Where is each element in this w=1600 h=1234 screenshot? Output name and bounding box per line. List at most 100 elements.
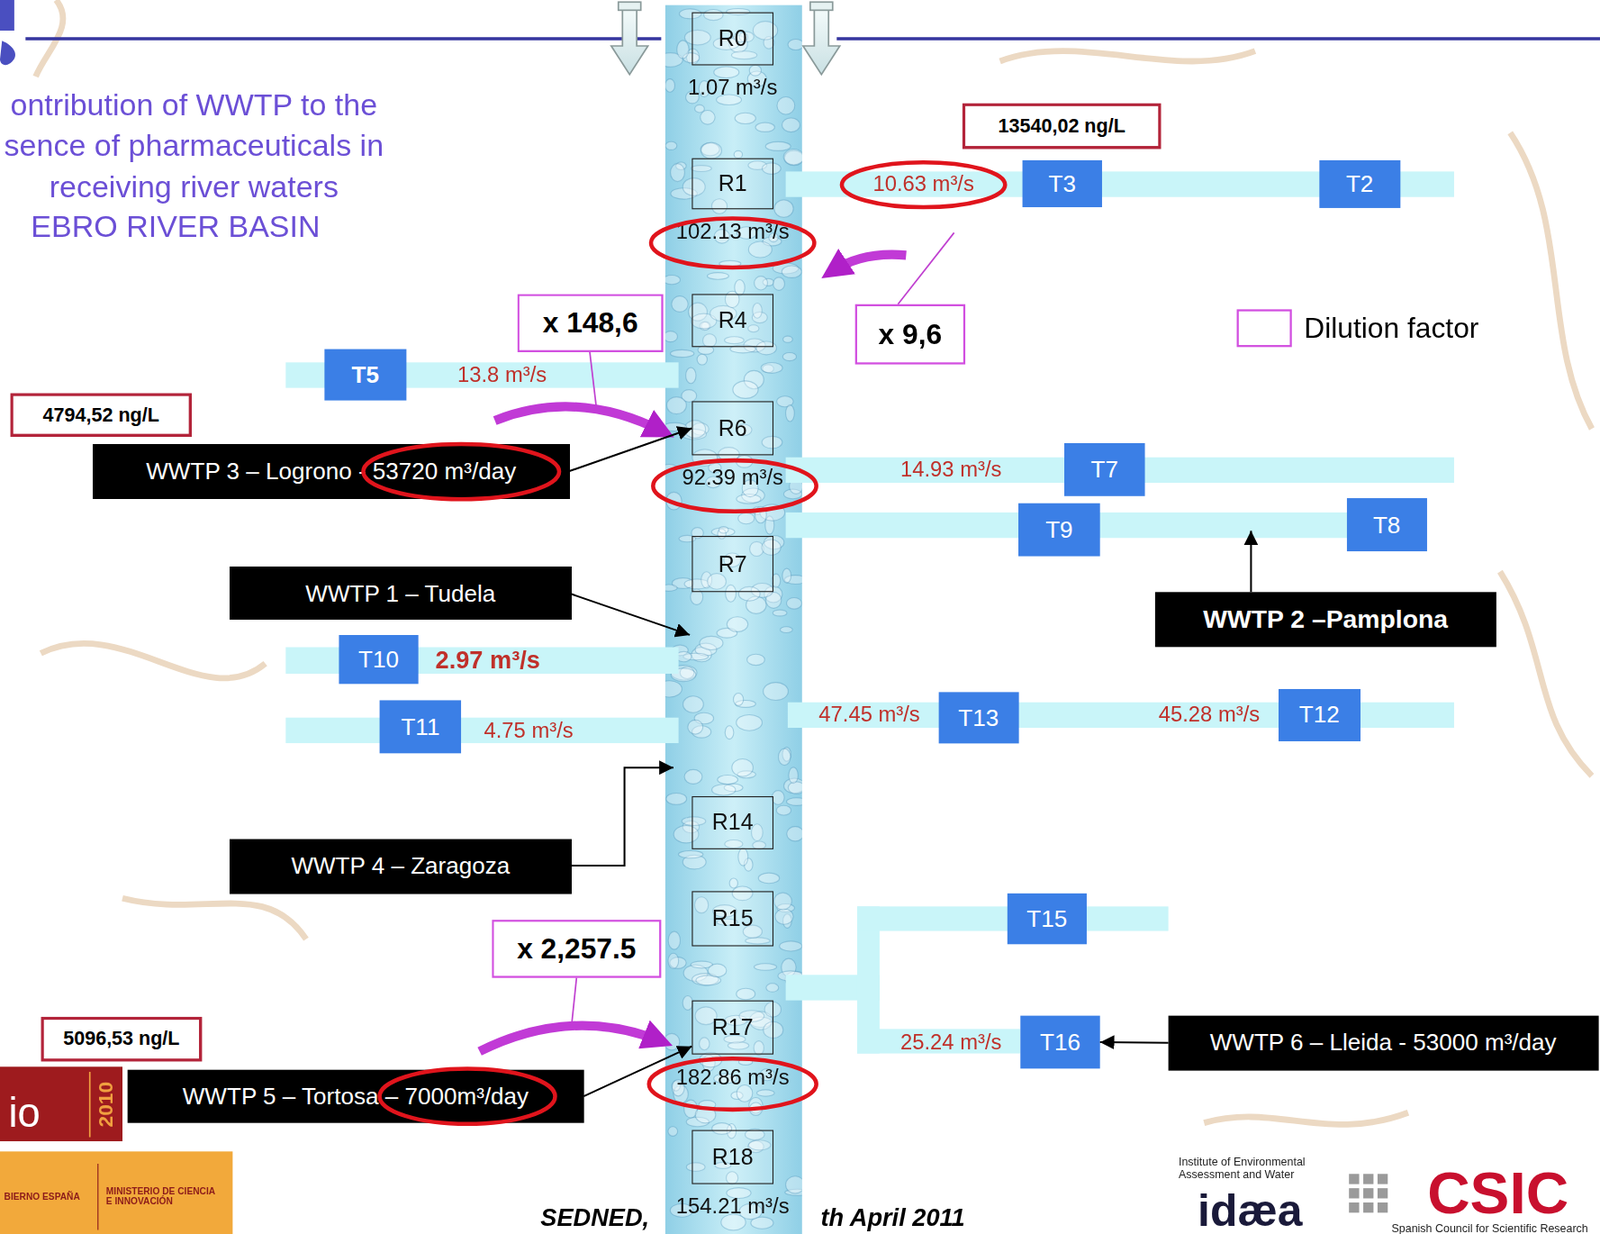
logo-divider bbox=[97, 1163, 99, 1230]
water-drop bbox=[665, 331, 678, 343]
water-drop bbox=[747, 653, 766, 665]
graphic-part bbox=[1377, 1187, 1388, 1198]
wwtp-box: WWTP 5 – Tortosa – 7000m³/day bbox=[127, 1069, 585, 1123]
water-drop bbox=[698, 1100, 716, 1110]
water-drop bbox=[732, 758, 754, 777]
graphic-part bbox=[1363, 1187, 1374, 1198]
dilution-leader bbox=[589, 352, 597, 413]
water-drop bbox=[738, 1057, 752, 1065]
logo-ministry-block bbox=[0, 1150, 233, 1234]
water-drop bbox=[668, 1126, 678, 1137]
water-drop bbox=[707, 963, 726, 977]
flow-value: 14.93 m³/s bbox=[900, 457, 1002, 482]
discharge-arrow bbox=[1249, 530, 1252, 592]
csic-emblem bbox=[1348, 1173, 1388, 1212]
water-drop bbox=[774, 892, 793, 910]
water-texture bbox=[665, 9, 803, 1230]
water-drop bbox=[749, 1102, 762, 1115]
box-label: WWTP 3 – Logrono - 53720 m³/day bbox=[145, 457, 516, 486]
highlight-ellipse bbox=[379, 1068, 556, 1124]
water-drop bbox=[783, 149, 803, 165]
water-drop bbox=[700, 110, 715, 126]
flow-value: 102.13 m³/s bbox=[676, 219, 790, 245]
inflow-arrow-cap bbox=[618, 1, 642, 10]
graphic-part bbox=[1363, 1173, 1374, 1184]
wwtp-box: WWTP 4 – Zaragoza bbox=[229, 839, 572, 894]
flow-value: 2.97 m³/s bbox=[434, 645, 540, 675]
river-station-box: R17182.86 m³/s bbox=[691, 1000, 774, 1055]
river-station-box: R1102.13 m³/s bbox=[691, 158, 774, 210]
discharge-arrow bbox=[571, 594, 690, 635]
river-band bbox=[665, 5, 803, 1234]
water-drop bbox=[668, 931, 680, 950]
flow-value: 92.39 m³/s bbox=[681, 465, 783, 490]
box-label: T13 bbox=[958, 703, 999, 732]
water-drop bbox=[686, 367, 697, 384]
water-drop bbox=[666, 397, 687, 415]
water-drop bbox=[755, 122, 775, 132]
river-station-box: R4 bbox=[691, 293, 774, 347]
box-label: x 9,6 bbox=[878, 317, 943, 351]
tributary-band bbox=[786, 512, 1428, 538]
box-label: T10 bbox=[358, 645, 399, 674]
logo-fragment bbox=[0, 0, 16, 65]
water-drop bbox=[781, 117, 800, 133]
river-station-box: R7 bbox=[691, 535, 774, 592]
discharge-leaders bbox=[571, 530, 1252, 866]
tributary-box: T16 bbox=[1020, 1015, 1100, 1069]
box-label: T8 bbox=[1373, 510, 1401, 539]
dilution-factor-box: x 9,6 bbox=[855, 304, 966, 365]
graphic-part bbox=[1377, 1173, 1388, 1184]
water-drop bbox=[781, 265, 802, 278]
highlight-ellipse bbox=[650, 218, 814, 268]
box-label: T16 bbox=[1039, 1028, 1081, 1057]
water-drop bbox=[786, 405, 796, 422]
water-drop bbox=[766, 983, 779, 992]
logo-text: BIERNO ESPAÑA bbox=[4, 1191, 87, 1202]
river-station-box: R01.07 m³/s bbox=[691, 12, 774, 66]
region-title: EBRO RIVER BASIN bbox=[30, 208, 320, 245]
tributary-box: T9 bbox=[1018, 503, 1101, 557]
box-label: WWTP 5 – Tortosa – 7000m³/day bbox=[182, 1082, 529, 1111]
water-drop bbox=[787, 781, 802, 795]
water-drop bbox=[732, 380, 759, 398]
river-station-box: R692.39 m³/s bbox=[691, 400, 774, 455]
box-label: R18 bbox=[712, 1143, 754, 1170]
water-drop bbox=[665, 1032, 680, 1050]
water-drop bbox=[753, 963, 777, 971]
wwtp-box: WWTP 1 – Tudela bbox=[229, 566, 572, 620]
water-drop bbox=[666, 792, 688, 805]
water-drop bbox=[760, 362, 783, 374]
logo-text: idæa bbox=[1197, 1184, 1302, 1234]
water-drop bbox=[671, 296, 688, 313]
water-drop bbox=[738, 512, 755, 524]
water-drop bbox=[777, 96, 796, 115]
water-drop bbox=[666, 491, 682, 510]
highlight-ellipse bbox=[841, 162, 1005, 208]
footer-text: SEDNED, bbox=[540, 1202, 650, 1232]
water-drop bbox=[733, 150, 742, 158]
water-drop bbox=[677, 40, 689, 59]
water-drop bbox=[683, 696, 705, 714]
water-drop bbox=[775, 908, 794, 924]
box-label: WWTP 1 – Tudela bbox=[305, 578, 496, 607]
graphic-part bbox=[1348, 1173, 1359, 1184]
concentration-box: 4794,52 ng/L bbox=[9, 392, 192, 437]
water-drop bbox=[736, 987, 756, 1000]
water-drop bbox=[782, 568, 792, 583]
tributary-box: T15 bbox=[1007, 893, 1087, 945]
slide-title: ontribution of WWTP to the sence of phar… bbox=[0, 84, 398, 208]
concentration-box: 5096,53 ng/L bbox=[40, 1016, 202, 1062]
water-drop bbox=[765, 141, 791, 151]
box-label: R0 bbox=[718, 25, 748, 52]
inflow-arrow-cap bbox=[810, 1, 833, 10]
graphic-part bbox=[1377, 1202, 1388, 1212]
tributary-box: T12 bbox=[1278, 688, 1361, 742]
water-drop bbox=[665, 584, 678, 591]
flow-value: 1.07 m³/s bbox=[687, 75, 778, 100]
tributary-box: T7 bbox=[1064, 442, 1146, 497]
box-label: T12 bbox=[1299, 701, 1340, 730]
water-drop bbox=[677, 849, 703, 858]
water-drop bbox=[786, 826, 803, 841]
